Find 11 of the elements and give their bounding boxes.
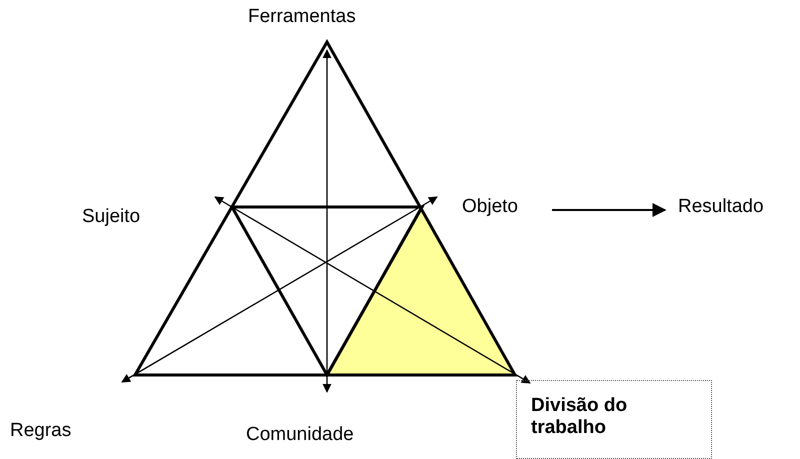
text-box: Divisão do trabalho	[516, 380, 712, 459]
arrow	[214, 196, 531, 384]
vertex-label: Regras	[10, 420, 72, 442]
vertex-label: Resultado	[678, 196, 764, 218]
arrow	[552, 203, 666, 217]
vertex-label: Ferramentas	[248, 6, 356, 28]
vertex-label: Sujeito	[82, 206, 140, 228]
arrow	[322, 49, 332, 393]
vertex-label: Comunidade	[246, 424, 354, 446]
vertex-label: Objeto	[462, 196, 518, 218]
arrow	[121, 196, 438, 383]
